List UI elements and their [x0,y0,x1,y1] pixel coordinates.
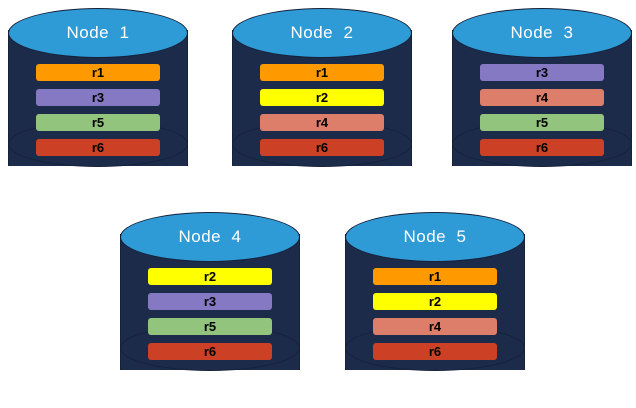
replica-list: r2 r3 r5 r6 [120,268,300,360]
replica-bar-r4[interactable]: r4 [480,89,604,106]
replica-bar-r1[interactable]: r1 [373,268,497,285]
replica-bar-r2[interactable]: r2 [373,293,497,310]
replica-bar-r5[interactable]: r5 [148,318,272,335]
replica-bar-r6[interactable]: r6 [148,343,272,360]
replica-list: r1 r2 r4 r6 [232,64,412,156]
replica-list: r1 r3 r5 r6 [8,64,188,156]
database-node-2[interactable]: Node 2 r1 r2 r4 r6 [232,8,412,188]
database-node-5[interactable]: Node 5 r1 r2 r4 r6 [345,212,525,392]
replica-bar-r6[interactable]: r6 [480,139,604,156]
replica-bar-r4[interactable]: r4 [260,114,384,131]
cylinder-top-ellipse [8,8,188,58]
replica-bar-r3[interactable]: r3 [148,293,272,310]
replica-bar-r2[interactable]: r2 [260,89,384,106]
node-label: Node 5 [403,227,467,246]
database-node-4[interactable]: Node 4 r2 r3 r5 r6 [120,212,300,392]
node-label: Node 4 [178,227,242,246]
replica-bar-r5[interactable]: r5 [480,114,604,131]
replica-list: r3 r4 r5 r6 [452,64,632,156]
replica-bar-r1[interactable]: r1 [36,64,160,81]
replica-bar-r5[interactable]: r5 [36,114,160,131]
replica-bar-r1[interactable]: r1 [260,64,384,81]
cylinder-top-ellipse [120,212,300,262]
replica-bar-r6[interactable]: r6 [373,343,497,360]
cylinder-top-ellipse [345,212,525,262]
database-node-1[interactable]: Node 1 r1 r3 r5 r6 [8,8,188,188]
replica-bar-r6[interactable]: r6 [36,139,160,156]
replica-bar-r3[interactable]: r3 [480,64,604,81]
replica-bar-r2[interactable]: r2 [148,268,272,285]
database-node-3[interactable]: Node 3 r3 r4 r5 r6 [452,8,632,188]
node-label: Node 2 [290,23,354,42]
replica-bar-r6[interactable]: r6 [260,139,384,156]
node-label: Node 3 [510,23,574,42]
replica-bar-r4[interactable]: r4 [373,318,497,335]
node-label: Node 1 [66,23,130,42]
cylinder-top-ellipse [452,8,632,58]
replica-bar-r3[interactable]: r3 [36,89,160,106]
replica-list: r1 r2 r4 r6 [345,268,525,360]
cylinder-top-ellipse [232,8,412,58]
